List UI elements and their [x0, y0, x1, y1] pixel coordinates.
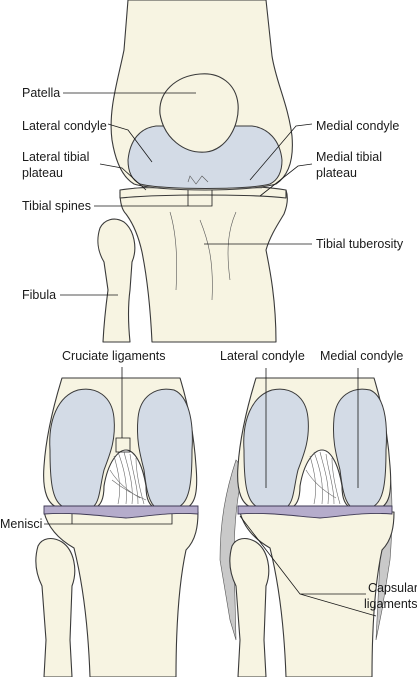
- posterior-knee-view: [35, 377, 199, 677]
- fibula-label: Fibula: [22, 288, 56, 302]
- patella-label: Patella: [22, 86, 60, 100]
- bl-menisci: [43, 505, 199, 519]
- menisci-label: Menisci: [0, 517, 42, 531]
- tibial-spines-leader: [94, 190, 213, 207]
- tibial-tuberosity-label: Tibial tuberosity: [316, 237, 404, 251]
- medial-condyle-label: Medial condyle: [316, 119, 399, 133]
- medial-tibial-plateau-leader: [259, 163, 313, 197]
- top-leader-lines: [60, 92, 313, 296]
- lateral-condyle-label: Lateral condyle: [22, 119, 107, 133]
- bl-medial-condyle: [137, 388, 193, 507]
- lateral-tibial-plateau-label-line2: plateau: [22, 166, 63, 180]
- bl-cruciate-ligaments: [109, 451, 147, 505]
- bl-tibia: [43, 511, 199, 677]
- br-lateral-condyle: [243, 388, 309, 507]
- lateral-condyle-leader: [107, 123, 153, 163]
- cruciate-ligaments-label: Cruciate ligaments: [62, 349, 166, 363]
- br-lateral-condyle-label: Lateral condyle: [220, 349, 305, 363]
- lateral-tibial-plateau-label-line1: Lateral tibial: [22, 150, 89, 164]
- medial-tibial-plateau-label-line1: Medial tibial: [316, 150, 382, 164]
- br-cruciate-ligaments: [305, 451, 341, 505]
- posterior-knee-capsule-view: [219, 377, 395, 677]
- tibial-spines-outline: [187, 175, 209, 185]
- patella: [159, 73, 239, 153]
- tibia: [119, 189, 288, 343]
- br-medial-condyle: [333, 388, 387, 507]
- bl-fibula: [35, 537, 76, 677]
- bottom-right-leader-lines: [239, 368, 377, 617]
- br-medial-condyle-label: Medial condyle: [320, 349, 403, 363]
- menisci-leader: [44, 514, 173, 525]
- medial-tibial-plateau-label-line2: plateau: [316, 166, 357, 180]
- bottom-left-leader-lines: [44, 367, 173, 525]
- br-tibia: [239, 511, 395, 677]
- br-fibula: [229, 537, 270, 677]
- br-menisci: [237, 505, 393, 519]
- capsular-ligaments-label-line1: Capsular: [368, 581, 417, 595]
- fibula: [97, 218, 136, 343]
- bl-lateral-condyle: [49, 388, 115, 507]
- lateral-tibial-plateau-leader: [99, 163, 147, 191]
- anterior-knee-view: [97, 0, 293, 343]
- tibial-spines-label: Tibial spines: [22, 199, 91, 213]
- capsular-ligaments-label-line2: ligaments: [364, 597, 417, 611]
- tibia-surface-lines: [169, 211, 237, 301]
- capsular-ligaments-leader: [239, 515, 377, 617]
- medial-condyle-leader: [249, 123, 313, 181]
- cruciate-ligaments-leader: [115, 367, 131, 453]
